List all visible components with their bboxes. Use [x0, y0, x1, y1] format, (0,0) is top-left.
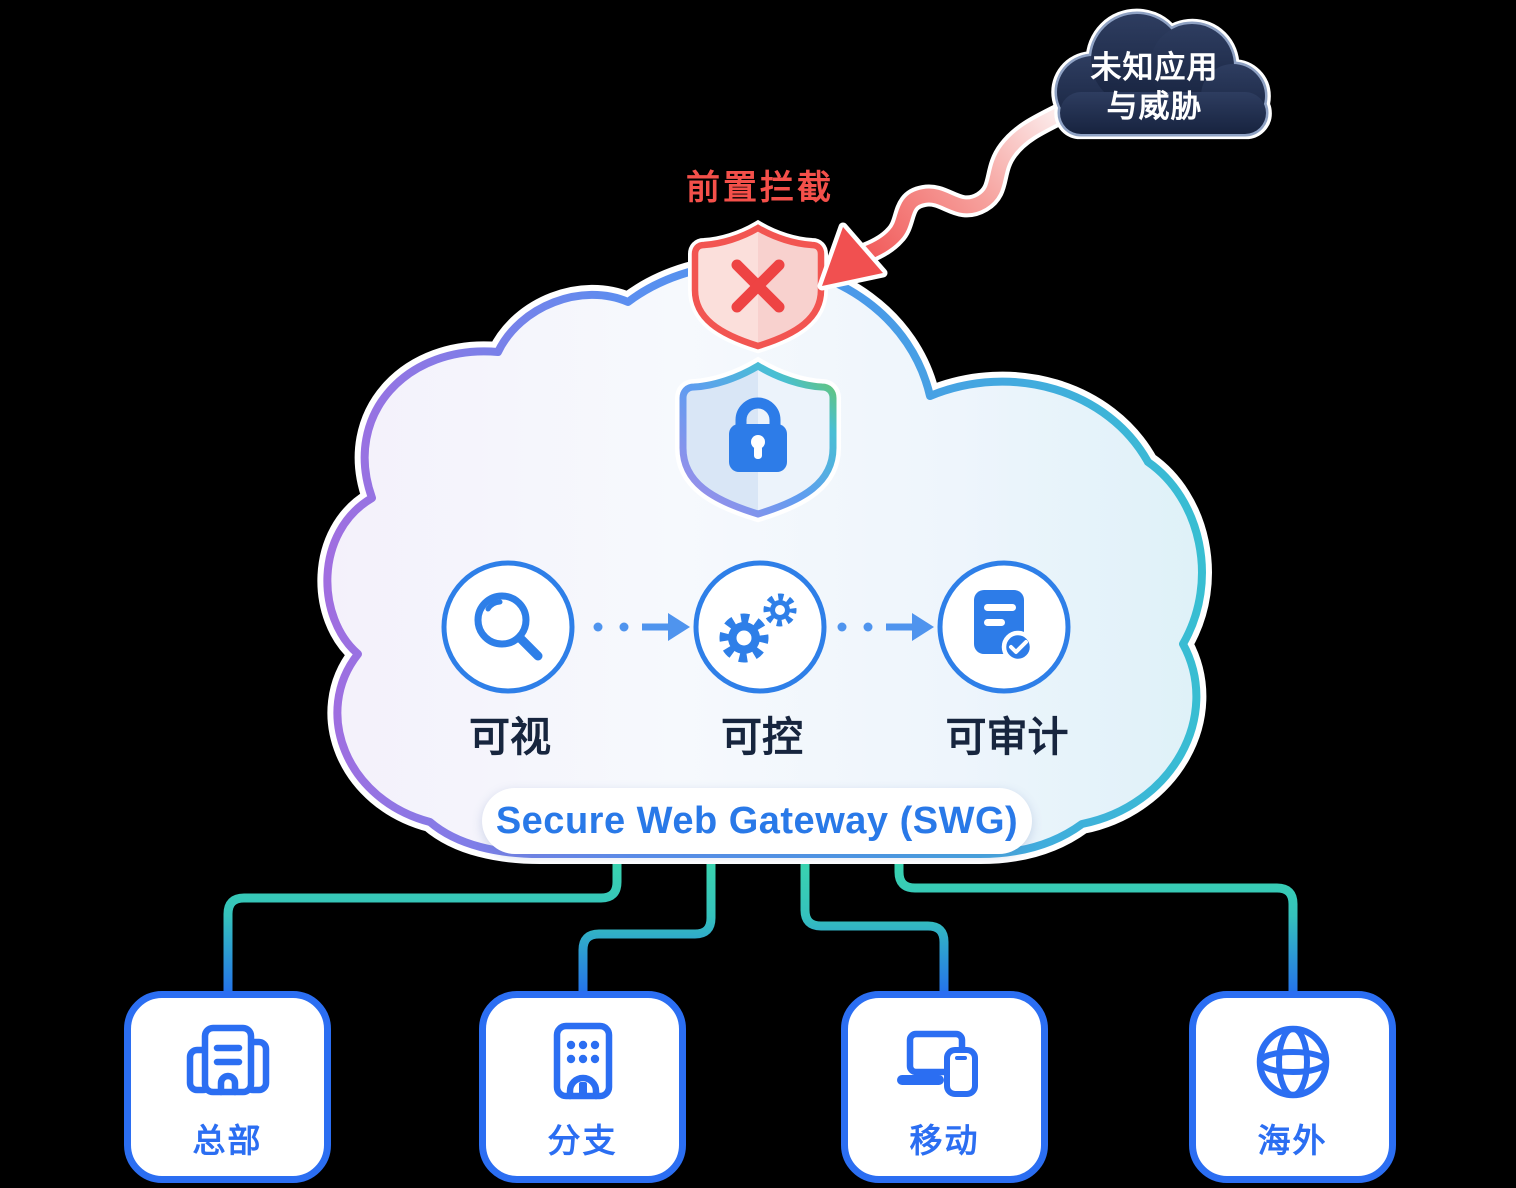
security-cloud: [317, 253, 1212, 864]
endpoint-label-mobile: 移动: [909, 1122, 980, 1159]
endpoint-label-branch: 分支: [547, 1122, 618, 1159]
lock-shield-icon: [675, 356, 841, 523]
block-x-icon: [731, 259, 785, 313]
endpoint-card-mobile: 移动: [841, 991, 1048, 1183]
capability-circle-control: [693, 560, 827, 694]
endpoint-card-overseas: 海外: [1189, 991, 1396, 1183]
threat-cloud-line2: 与威胁: [1106, 89, 1203, 124]
search-icon: [474, 592, 543, 661]
branch-building-icon: [553, 1022, 612, 1100]
audit-document-icon: [974, 590, 1035, 664]
capability-label-control: 可控: [721, 714, 803, 760]
gateway-label: Secure Web Gateway (SWG): [495, 799, 1019, 842]
capability-circle-audit: [937, 560, 1071, 694]
threat-cloud-text: 未知应用 与威胁: [1052, 48, 1257, 126]
endpoint-card-branch: 分支: [479, 991, 686, 1183]
connection-line-mobile: [800, 850, 949, 994]
connection-line-overseas: [894, 850, 1298, 994]
headquarters-building-icon: [186, 1024, 269, 1096]
security-cloud-body: [323, 259, 1206, 858]
globe-icon: [1256, 1025, 1329, 1099]
flow-arrow-icon-1: [593, 613, 690, 641]
flow-arrow-icon-2: [837, 613, 934, 641]
capability-circle-visibility: [441, 560, 575, 694]
connection-lines: [223, 850, 1298, 994]
lock-icon: [729, 397, 787, 472]
threat-cloud: [1051, 8, 1272, 140]
mobile-devices-icon: [896, 1030, 978, 1097]
gateway-pill: Secure Web Gateway (SWG): [482, 788, 1032, 854]
endpoint-label-overseas: 海外: [1257, 1122, 1328, 1159]
gears-icon: [719, 593, 797, 663]
wavy-arrow-icon: [817, 103, 1071, 291]
threat-cloud-line1: 未知应用: [1090, 50, 1219, 85]
endpoint-label-headquarters: 总部: [192, 1122, 263, 1159]
capability-label-audit: 可审计: [945, 714, 1069, 760]
connection-line-headquarters: [223, 850, 622, 994]
capability-label-visibility: 可视: [469, 714, 551, 760]
interception-label: 前置拦截: [686, 169, 834, 207]
connection-line-branch: [578, 850, 716, 994]
block-shield-icon: [688, 219, 828, 354]
endpoint-card-headquarters: 总部: [124, 991, 331, 1183]
